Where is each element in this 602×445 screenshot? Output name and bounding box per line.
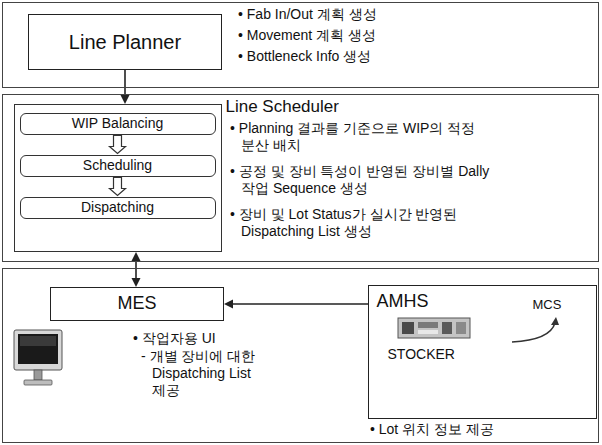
arrow-head	[224, 300, 233, 309]
connector	[224, 300, 368, 309]
text-slot: • 공정 및 장비 특성이 반영된 장비별 Dally 작업 Sequence …	[230, 163, 492, 197]
node-text: • Movement 계획 생성	[238, 27, 588, 44]
node-text: WIP Balancing	[72, 115, 164, 132]
connector-line	[124, 70, 126, 96]
connector	[132, 252, 141, 287]
text-slot: • Lot 위치 정보 제공	[370, 421, 590, 438]
arrow-head	[132, 278, 141, 287]
text-slot: • 작업자용 UI	[133, 330, 293, 347]
process-box: Line Planner	[28, 14, 222, 70]
text-slot: • Planning 결과를 기준으로 WIP의 적정 분산 배치	[230, 120, 492, 154]
text-slot: STOCKER	[388, 346, 488, 363]
node-text: Line Planner	[69, 30, 181, 54]
text-slot: AMHS	[377, 291, 457, 313]
arrow-head	[132, 252, 141, 261]
step-box: Dispatching	[20, 197, 216, 219]
node-text: • Lot 위치 정보 제공	[370, 421, 590, 438]
connector-line	[135, 260, 137, 279]
connector	[110, 178, 126, 196]
stocker-illustration	[398, 318, 470, 338]
monitor-illustration	[14, 330, 62, 385]
block-arrow	[110, 178, 126, 196]
text-slot: MCS	[533, 297, 583, 313]
node-text: MCS	[533, 297, 583, 313]
node-text: Scheduling	[83, 157, 152, 174]
scheduler-band: • Planning 결과를 기준으로 WIP의 적정 분산 배치 • 공정 및 …	[2, 94, 599, 262]
step-box: WIP Balancing	[20, 113, 216, 135]
text-slot: Line Scheduler	[226, 97, 376, 118]
system-box: AMHS MCS STOCKER	[368, 285, 597, 419]
scheduler-frame: Line SchedulerWIP BalancingSchedulingDis…	[14, 104, 222, 252]
node-text: STOCKER	[388, 346, 488, 363]
arrow-head	[121, 95, 130, 104]
node-text: AMHS	[377, 291, 457, 313]
connector	[110, 136, 126, 154]
node-text: Line Scheduler	[226, 97, 376, 118]
text-slot: • Bottleneck Info 생성	[238, 48, 588, 65]
connector-line	[232, 303, 368, 305]
text-slot: • 장비 및 Lot Status가 실시간 반영된 Dispatching L…	[230, 206, 492, 240]
node-text: - 개별 장비에 대한 Dispatching List 제공	[141, 348, 259, 399]
mcs-link-arrow	[512, 317, 559, 342]
node-text: MES	[117, 293, 156, 315]
planner-band: • Fab In/Out 계획 생성 • Movement 계획 생성 • Bott…	[2, 2, 599, 88]
node-text: • Planning 결과를 기준으로 WIP의 적정 분산 배치	[230, 120, 492, 154]
text-slot: • Fab In/Out 계획 생성	[238, 6, 588, 23]
node-text: • 장비 및 Lot Status가 실시간 반영된 Dispatching L…	[230, 206, 492, 240]
node-text: • 공정 및 장비 특성이 반영된 장비별 Dally 작업 Sequence …	[230, 163, 492, 197]
node-text: • Bottleneck Info 생성	[238, 48, 588, 65]
node-text: Dispatching	[81, 199, 154, 216]
text-slot: • Movement 계획 생성	[238, 27, 588, 44]
connector	[121, 70, 130, 104]
node-text: • Fab In/Out 계획 생성	[238, 6, 588, 23]
block-arrow	[110, 136, 126, 154]
node-text: • 작업자용 UI	[133, 330, 293, 347]
system-band: • 작업자용 UI- 개별 장비에 대한 Dispatching List 제공…	[2, 268, 599, 443]
step-box: Scheduling	[20, 155, 216, 177]
text-slot: - 개별 장비에 대한 Dispatching List 제공	[141, 348, 259, 399]
system-box: MES	[50, 287, 224, 321]
